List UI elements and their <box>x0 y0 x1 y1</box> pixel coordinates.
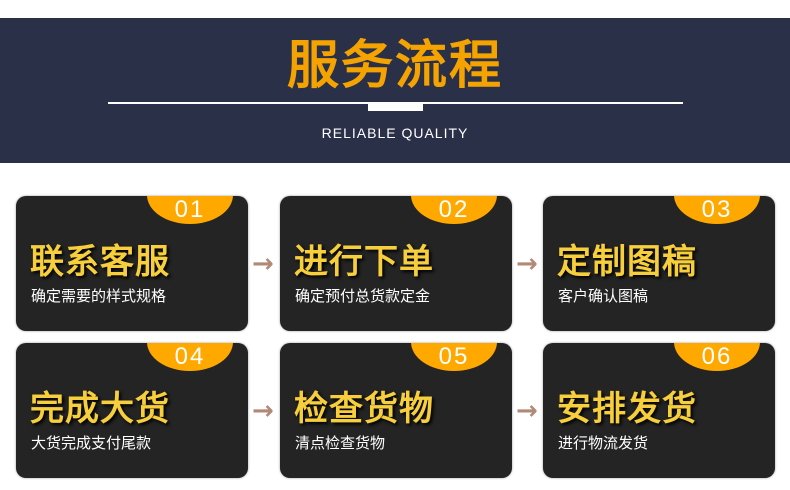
step-title: 完成大货 <box>30 389 170 429</box>
step-number: 01 <box>174 196 206 223</box>
header-banner: 服务流程 RELIABLE QUALITY <box>0 18 790 163</box>
step-number: 05 <box>438 343 470 370</box>
step-description: 进行物流发货 <box>558 434 649 452</box>
step-card: 06 安排发货 进行物流发货 <box>543 343 775 478</box>
arrow-right-icon: → <box>252 249 274 279</box>
step-card: 02 进行下单 确定预付总货款定金 <box>280 196 512 331</box>
step-number: 02 <box>438 196 470 223</box>
step-description: 客户确认图稿 <box>558 287 649 305</box>
arrow-right-icon: → <box>516 249 538 279</box>
divider-accent <box>368 104 423 111</box>
step-card: 03 定制图稿 客户确认图稿 <box>543 196 775 331</box>
step-card: 04 完成大货 大货完成支付尾款 <box>16 343 248 478</box>
step-title: 进行下单 <box>294 242 434 282</box>
step-title: 联系客服 <box>30 242 170 282</box>
step-title: 检查货物 <box>294 389 434 429</box>
page-subtitle: RELIABLE QUALITY <box>321 125 469 141</box>
step-number: 03 <box>701 196 733 223</box>
arrow-right-icon: → <box>252 396 274 426</box>
step-title: 定制图稿 <box>557 242 697 282</box>
page-title: 服务流程 <box>286 36 503 96</box>
step-description: 大货完成支付尾款 <box>31 434 152 452</box>
step-description: 确定预付总货款定金 <box>295 287 431 305</box>
step-card: 01 联系客服 确定需要的样式规格 <box>16 196 248 331</box>
arrow-right-icon: → <box>516 396 538 426</box>
step-description: 清点检查货物 <box>295 434 386 452</box>
step-number: 04 <box>174 343 206 370</box>
step-number: 06 <box>701 343 733 370</box>
step-description: 确定需要的样式规格 <box>31 287 167 305</box>
step-title: 安排发货 <box>557 389 697 429</box>
divider-line <box>108 102 683 104</box>
step-card: 05 检查货物 清点检查货物 <box>280 343 512 478</box>
